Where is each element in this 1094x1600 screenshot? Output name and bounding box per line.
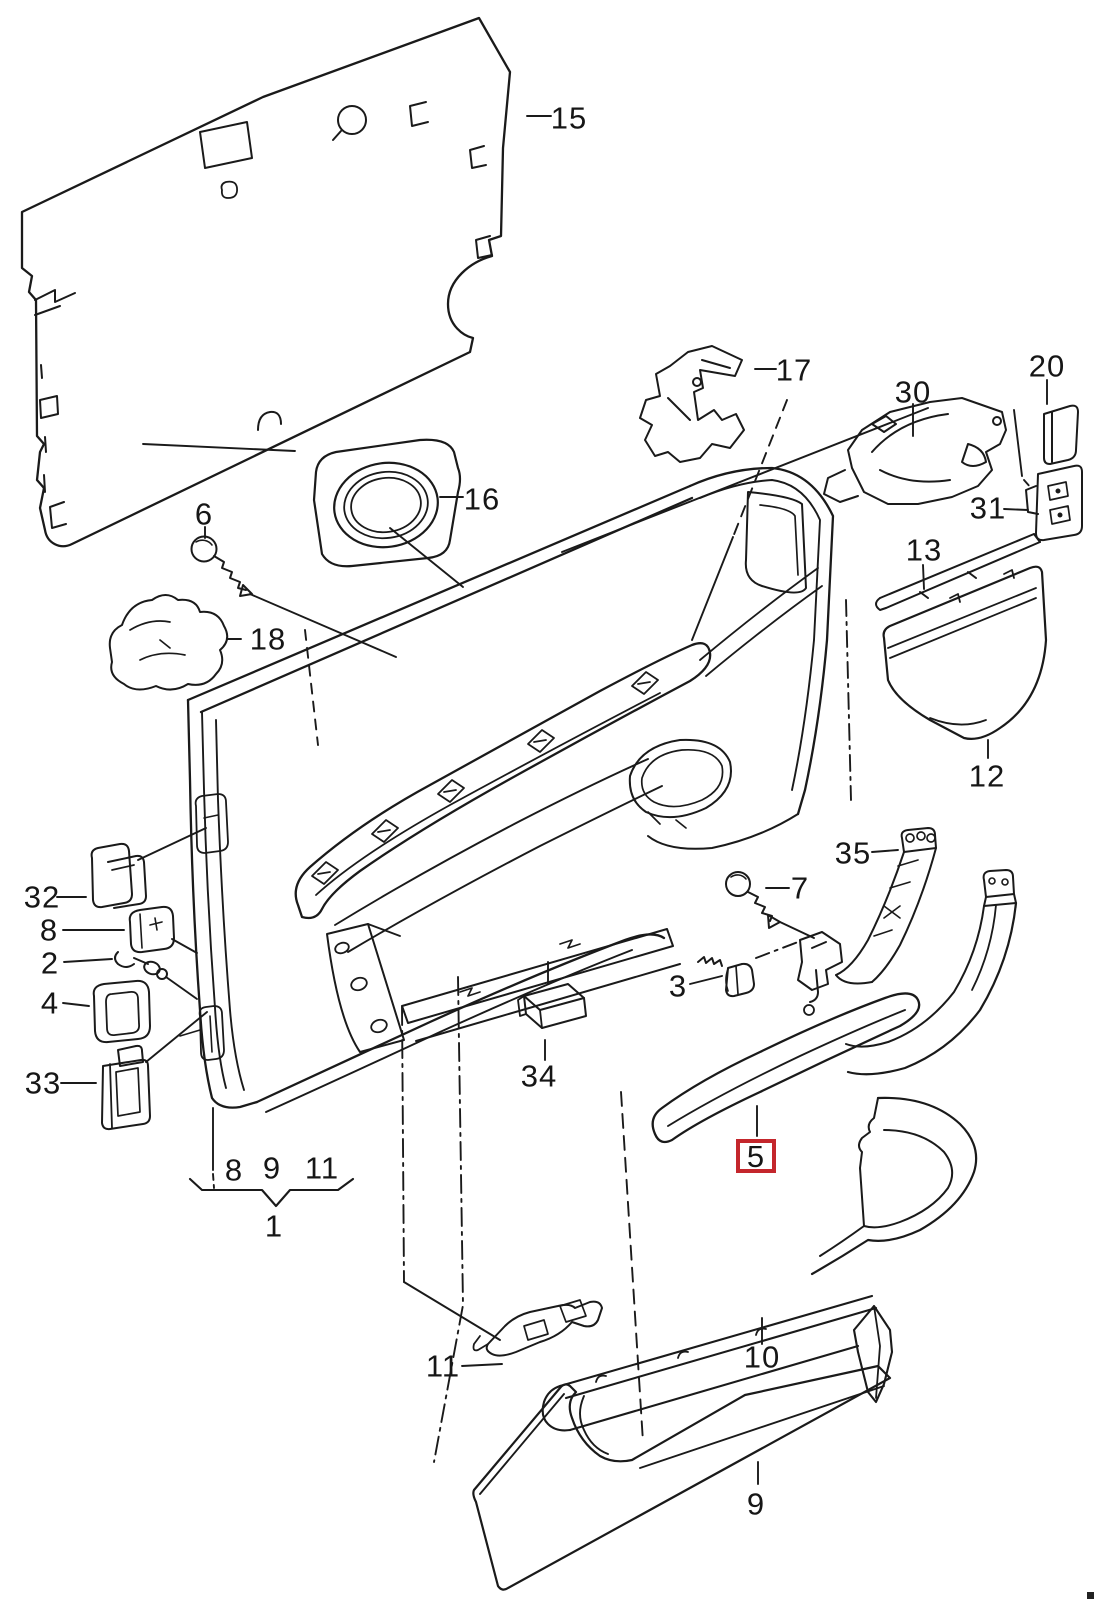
part-label-5[interactable]: 5 xyxy=(746,1138,766,1174)
highlight-box-part-5[interactable]: 5 xyxy=(736,1139,776,1173)
part-10-trim-strip xyxy=(541,1294,894,1432)
part-label-2[interactable]: 2 xyxy=(40,945,60,981)
part-label-33[interactable]: 33 xyxy=(24,1065,62,1101)
armrest-clip xyxy=(797,931,843,1016)
part-label-12[interactable]: 12 xyxy=(968,758,1006,794)
part-label-20[interactable]: 20 xyxy=(1028,348,1066,384)
group-member-label-11[interactable]: 11 xyxy=(304,1150,340,1186)
part-label-34[interactable]: 34 xyxy=(520,1058,558,1094)
part-label-11[interactable]: 11 xyxy=(425,1348,461,1384)
part-13-window-slot-strip xyxy=(875,533,1041,611)
part-2-clip-pin xyxy=(114,951,168,980)
part-11-clip xyxy=(472,1299,603,1357)
part-12-door-pocket xyxy=(882,565,1048,740)
part-9-lower-insert xyxy=(472,1364,892,1591)
group-member-label-8[interactable]: 8 xyxy=(224,1152,244,1188)
part-label-7[interactable]: 7 xyxy=(790,870,810,906)
part-6-screw xyxy=(190,535,253,597)
part-30-door-handle xyxy=(823,397,1007,505)
part-label-4[interactable]: 4 xyxy=(40,985,60,1021)
part-label-1[interactable]: 1 xyxy=(264,1208,284,1244)
part-label-10[interactable]: 10 xyxy=(743,1339,781,1375)
part-label-13[interactable]: 13 xyxy=(905,532,943,568)
part-label-35[interactable]: 35 xyxy=(834,835,872,871)
part-label-15[interactable]: 15 xyxy=(550,100,588,136)
group-member-label-9[interactable]: 9 xyxy=(262,1150,282,1186)
part-15-insulation-panel xyxy=(20,16,512,548)
part-label-31[interactable]: 31 xyxy=(969,490,1007,526)
door-trim-panel xyxy=(179,466,835,1113)
leader-lines xyxy=(56,115,1048,1485)
part-label-17[interactable]: 17 xyxy=(775,352,813,388)
part-18-clip-bracket xyxy=(108,594,229,691)
part-label-32[interactable]: 32 xyxy=(23,879,61,915)
part-5-armrest xyxy=(651,992,921,1144)
part-label-9[interactable]: 9 xyxy=(746,1486,766,1522)
part-34-block xyxy=(517,983,587,1029)
part-label-6[interactable]: 6 xyxy=(194,496,214,532)
armrest-pull-handle xyxy=(845,869,1018,1076)
part-17-bracket xyxy=(639,345,745,463)
part-label-30[interactable]: 30 xyxy=(894,374,932,410)
part-label-18[interactable]: 18 xyxy=(249,621,287,657)
armrest-end-cap xyxy=(810,1096,978,1276)
part-label-16[interactable]: 16 xyxy=(463,481,501,517)
part-20-switch-blank xyxy=(1043,404,1079,465)
part-16-speaker-ring xyxy=(312,438,462,568)
part-35-support-bracket xyxy=(835,827,937,985)
part-3-bolt xyxy=(697,956,755,998)
part-7-screw xyxy=(725,871,781,929)
part-32-switch xyxy=(90,842,147,909)
part-31-window-switch xyxy=(1025,464,1083,542)
part-label-8[interactable]: 8 xyxy=(39,912,59,948)
part-8-cap xyxy=(128,905,175,954)
part-label-3[interactable]: 3 xyxy=(668,968,688,1004)
part-4-grommet xyxy=(92,979,151,1044)
part-33-switch xyxy=(101,1044,151,1131)
page-corner-mark xyxy=(1087,1592,1094,1599)
